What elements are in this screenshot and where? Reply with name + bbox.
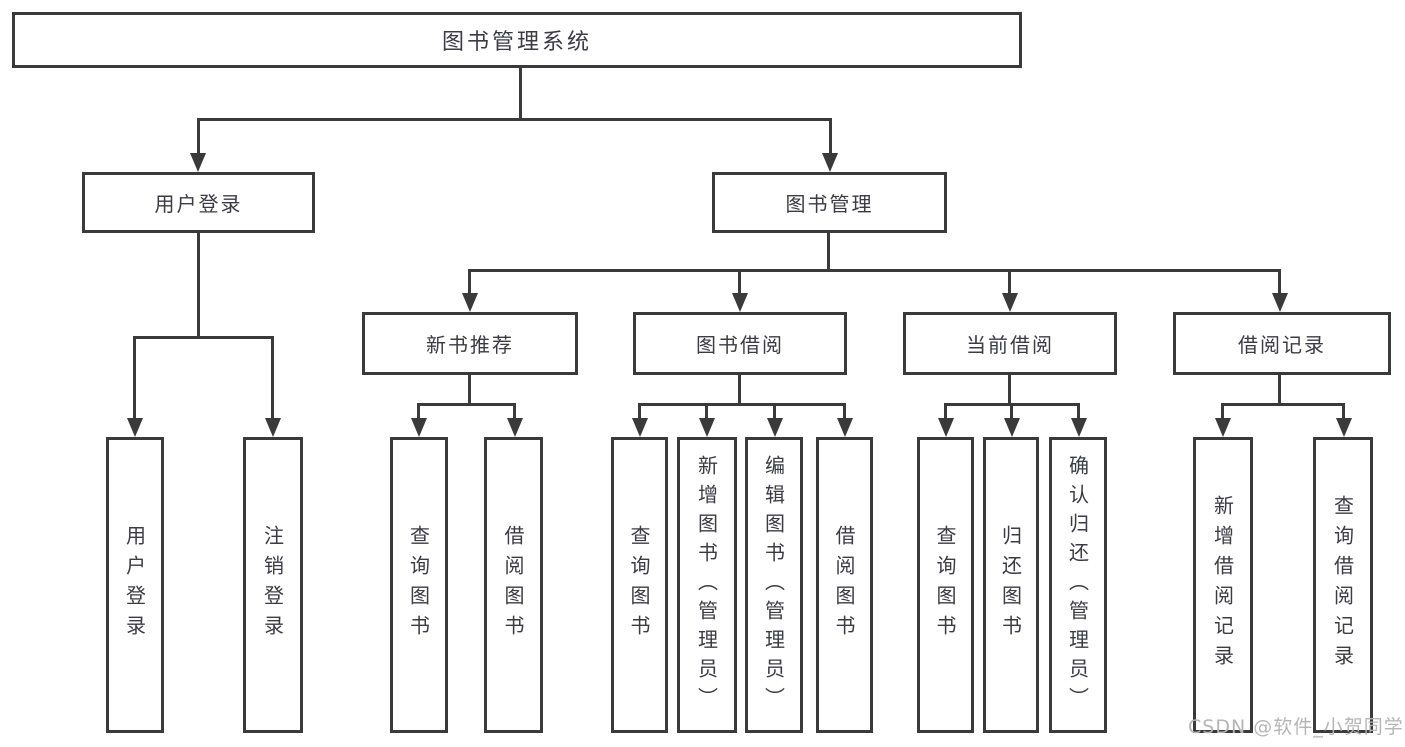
- connector-newbook-drop-2: [513, 403, 516, 421]
- arrowhead-icon: [1272, 293, 1288, 312]
- node-root-library-management-system: 图书管理系统: [12, 12, 1022, 68]
- connector-bookmgmt-hline: [468, 269, 1281, 272]
- connector-userlogin-hline: [133, 336, 274, 339]
- connector-bookmgmt-drop-3: [1008, 269, 1011, 296]
- connector-userlogin-stem: [197, 233, 200, 336]
- arrowhead-icon: [938, 418, 954, 437]
- connector-bookmgmt-drop-4: [1278, 269, 1281, 296]
- leaf-borrow-books-borrowing: 借阅图书: [816, 437, 873, 733]
- connector-userlogin-drop-right: [271, 336, 274, 420]
- arrowhead-icon: [1004, 418, 1020, 437]
- arrowhead-icon: [190, 153, 206, 172]
- connector-borrowing-hline: [638, 403, 846, 406]
- connector-borrowing-drop-2: [705, 403, 708, 421]
- arrowhead-icon: [1336, 418, 1352, 437]
- leaf-query-borrow-record: 查询借阅记录: [1313, 437, 1373, 733]
- connector-newbook-hline: [417, 403, 516, 406]
- leaf-query-books-current: 查询图书: [917, 437, 974, 733]
- node-user-login: 用户登录: [82, 172, 315, 233]
- leaf-confirm-return-admin: 确认归还（管理员）: [1049, 437, 1107, 733]
- arrowhead-icon: [1071, 418, 1087, 437]
- connector-root-drop-left: [197, 118, 200, 156]
- connector-borrowing-drop-4: [843, 403, 846, 421]
- connector-bookmgmt-stem: [827, 233, 830, 272]
- node-borrowing-records: 借阅记录: [1173, 312, 1391, 375]
- connector-root-stem: [519, 68, 522, 120]
- connector-current-drop-3: [1077, 403, 1080, 421]
- connector-records-drop-2: [1342, 403, 1345, 421]
- node-current-borrowing: 当前借阅: [903, 312, 1117, 375]
- arrowhead-icon: [732, 293, 748, 312]
- connector-root-hline: [197, 118, 832, 121]
- connector-current-drop-2: [1010, 403, 1013, 421]
- leaf-add-borrow-record: 新增借阅记录: [1193, 437, 1253, 733]
- arrowhead-icon: [411, 418, 427, 437]
- connector-bookmgmt-drop-1: [468, 269, 471, 296]
- connector-current-stem: [1008, 375, 1011, 405]
- connector-records-stem: [1278, 375, 1281, 405]
- connector-newbook-drop-1: [417, 403, 420, 421]
- arrowhead-icon: [699, 418, 715, 437]
- leaf-user-login: 用户登录: [106, 437, 164, 733]
- leaf-query-books-borrowing: 查询图书: [611, 437, 668, 733]
- arrowhead-icon: [1215, 418, 1231, 437]
- connector-userlogin-drop-left: [133, 336, 136, 420]
- leaf-borrow-books-recommend: 借阅图书: [484, 437, 543, 733]
- node-book-borrowing: 图书借阅: [633, 312, 847, 375]
- arrowhead-icon: [837, 418, 853, 437]
- connector-records-drop-1: [1221, 403, 1224, 421]
- connector-bookmgmt-drop-2: [738, 269, 741, 296]
- arrowhead-icon: [632, 418, 648, 437]
- connector-borrowing-drop-3: [773, 403, 776, 421]
- node-book-management: 图书管理: [712, 172, 947, 233]
- leaf-return-books: 归还图书: [983, 437, 1039, 733]
- arrowhead-icon: [822, 153, 838, 172]
- leaf-query-books-recommend: 查询图书: [390, 437, 448, 733]
- connector-current-drop-1: [944, 403, 947, 421]
- leaf-add-books-admin: 新增图书（管理员）: [677, 437, 737, 733]
- watermark-text: CSDN @软件_小贺同学: [1188, 716, 1404, 738]
- leaf-edit-books-admin: 编辑图书（管理员）: [745, 437, 803, 733]
- arrowhead-icon: [767, 418, 783, 437]
- node-new-book-recommendation: 新书推荐: [362, 312, 578, 375]
- arrowhead-icon: [127, 418, 143, 437]
- leaf-logout: 注销登录: [243, 437, 303, 733]
- connector-records-hline: [1221, 403, 1345, 406]
- connector-newbook-stem: [468, 375, 471, 405]
- connector-root-drop-right: [829, 118, 832, 156]
- arrowhead-icon: [265, 418, 281, 437]
- arrowhead-icon: [462, 293, 478, 312]
- arrowhead-icon: [507, 418, 523, 437]
- connector-borrowing-drop-1: [638, 403, 641, 421]
- arrowhead-icon: [1002, 293, 1018, 312]
- connector-borrowing-stem: [738, 375, 741, 405]
